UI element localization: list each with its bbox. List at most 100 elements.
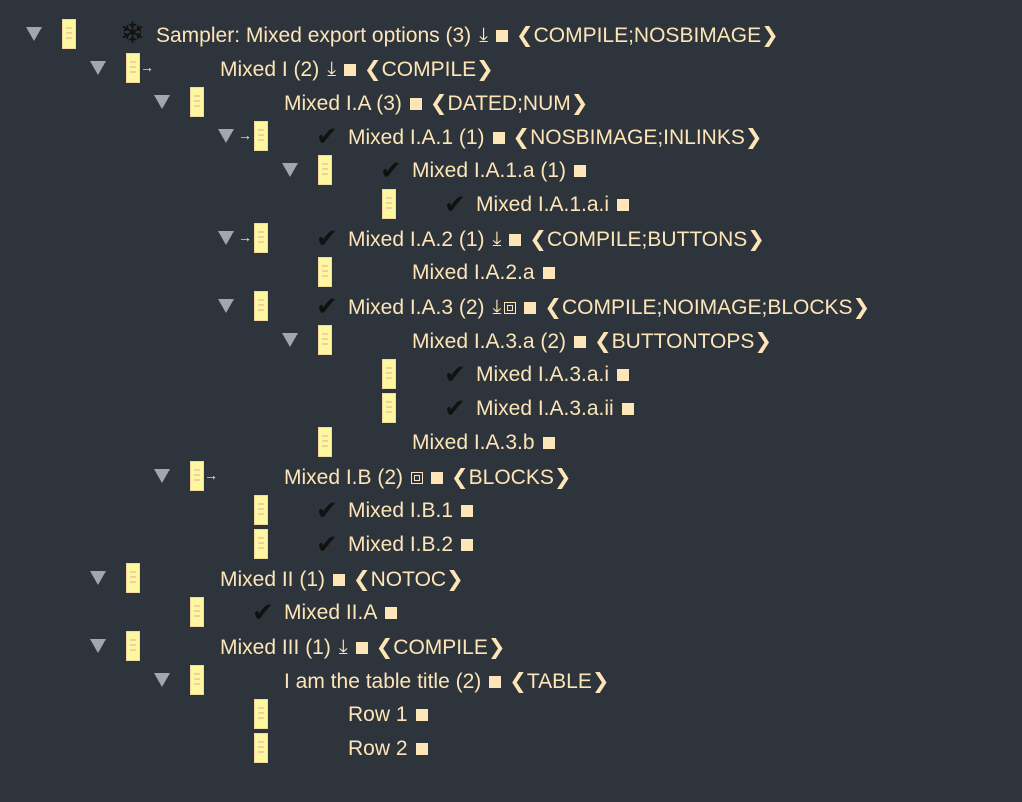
tag-label: ❮NOSBIMAGE;INLINKS❯: [512, 126, 763, 149]
square-marker-icon: [617, 369, 630, 381]
tree-row[interactable]: ✔Mixed I.A.1.a (1): [0, 153, 1022, 187]
row-title[interactable]: Mixed II (1): [220, 567, 326, 591]
blocks-icon: [411, 471, 424, 484]
row-title[interactable]: Mixed I.A.1.a (1): [412, 159, 567, 182]
row-content: Row 1: [348, 703, 428, 727]
disclosure-triangle-icon[interactable]: [90, 571, 106, 585]
row-title[interactable]: Mixed I.A.2.a: [412, 261, 535, 284]
disclosure-triangle-icon[interactable]: [154, 673, 170, 687]
row-content: Mixed I.A.1.a.i: [476, 193, 630, 217]
disclosure-triangle-icon[interactable]: [218, 129, 234, 143]
tree-row[interactable]: →✔Mixed I.A.2 (1)⤓❮COMPILE;BUTTONS❯: [0, 221, 1022, 255]
row-title[interactable]: Mixed I (2): [220, 57, 320, 81]
tree-row[interactable]: ✔Mixed I.B.2: [0, 527, 1022, 561]
tree-row[interactable]: Mixed I.A.3.b: [0, 425, 1022, 459]
tree-row[interactable]: Row 1: [0, 697, 1022, 731]
row-content: Mixed I.B (2)❮BLOCKS❯: [284, 465, 571, 490]
square-marker-icon: [333, 573, 346, 586]
disclosure-triangle-icon[interactable]: [90, 639, 106, 653]
document-icon: [382, 393, 396, 423]
tag-label: ❮COMPILE❯: [364, 58, 494, 81]
export-flags: [411, 471, 424, 484]
row-content: Row 2: [348, 737, 428, 761]
tree-row[interactable]: ✔Mixed I.A.3 (2)⤓❮COMPILE;NOIMAGE;BLOCKS…: [0, 289, 1022, 323]
document-icon: [126, 563, 140, 593]
document-icon: [190, 461, 204, 491]
export-flags: ⤓: [479, 24, 488, 47]
square-marker-icon: [415, 743, 428, 755]
disclosure-triangle-icon[interactable]: [26, 27, 42, 41]
tree-row[interactable]: Mixed I.A.3.a (2)❮BUTTONTOPS❯: [0, 323, 1022, 357]
row-title[interactable]: Mixed I.A.1.a.i: [476, 193, 610, 216]
document-icon: [62, 19, 76, 49]
row-title[interactable]: Mixed I.A.3.a (2): [412, 329, 567, 353]
square-marker-icon: [415, 709, 428, 721]
row-content: Mixed I.A.3.a.ii: [476, 397, 634, 421]
tree-row[interactable]: →Mixed I.B (2)❮BLOCKS❯: [0, 459, 1022, 493]
document-icon: [254, 291, 268, 321]
tree-row[interactable]: ✔Mixed I.A.1.a.i: [0, 187, 1022, 221]
row-content: Mixed I.A.3 (2)⤓❮COMPILE;NOIMAGE;BLOCKS❯: [348, 295, 870, 320]
square-marker-icon: [524, 301, 537, 314]
row-title[interactable]: I am the table title (2): [284, 669, 482, 693]
row-title[interactable]: Row 1: [348, 703, 408, 726]
row-title[interactable]: Mixed I.A (3): [284, 91, 402, 115]
tree-row[interactable]: →✔Mixed I.A.1 (1)❮NOSBIMAGE;INLINKS❯: [0, 119, 1022, 153]
row-title[interactable]: Sampler: Mixed export options (3): [156, 23, 472, 47]
document-icon: [318, 325, 332, 355]
row-content: Mixed II (1) ❮NOTOC❯: [220, 567, 464, 592]
tree-row[interactable]: Row 2: [0, 731, 1022, 765]
row-title[interactable]: Mixed III (1): [220, 635, 331, 659]
tag-label: ❮TABLE❯: [509, 670, 610, 693]
row-title[interactable]: Mixed I.A.3.a.i: [476, 363, 610, 386]
row-content: Mixed I.A.2 (1)⤓❮COMPILE;BUTTONS❯: [348, 227, 765, 252]
checkmark-icon: ✔: [444, 393, 466, 423]
row-content: I am the table title (2) ❮TABLE❯: [284, 669, 609, 694]
export-flags: ⤓: [493, 228, 502, 251]
tree-row[interactable]: Mixed II (1) ❮NOTOC❯: [0, 561, 1022, 595]
tree-row[interactable]: ✔ Mixed I.B.1: [0, 493, 1022, 527]
square-marker-icon: [344, 63, 357, 76]
disclosure-triangle-icon[interactable]: [218, 231, 234, 245]
document-icon: [254, 699, 268, 729]
disclosure-triangle-icon[interactable]: [282, 163, 298, 177]
row-title[interactable]: Mixed I.A.3.b: [412, 431, 535, 454]
row-title[interactable]: Mixed I.A.2 (1): [348, 227, 485, 251]
disclosure-triangle-icon[interactable]: [154, 469, 170, 483]
tag-label: ❮NOTOC❯: [353, 568, 464, 591]
row-title[interactable]: Mixed I.B.1: [348, 499, 454, 522]
tree-row[interactable]: Mixed I.A.2.a: [0, 255, 1022, 289]
row-title[interactable]: Mixed I.A.3 (2): [348, 295, 485, 319]
export-flags: ⤓: [327, 58, 336, 81]
row-title[interactable]: Row 2: [348, 737, 408, 760]
square-marker-icon: [574, 335, 587, 348]
row-title[interactable]: Mixed I.B.2: [348, 533, 454, 556]
row-title[interactable]: Mixed I.B (2): [284, 465, 404, 489]
checkmark-icon: ✔: [316, 223, 338, 253]
checkmark-icon: ✔: [316, 121, 338, 151]
arrow-into-icon: →: [238, 229, 252, 245]
row-content: Mixed I.B.1: [348, 499, 474, 523]
tree-row[interactable]: Mixed I.A (3)❮DATED;NUM❯: [0, 85, 1022, 119]
tree-row[interactable]: ✔Mixed II.A: [0, 595, 1022, 629]
tree-row[interactable]: Mixed III (1)⤓❮COMPILE❯: [0, 629, 1022, 663]
disclosure-triangle-icon[interactable]: [154, 95, 170, 109]
document-icon: [318, 155, 332, 185]
document-icon: [318, 257, 332, 287]
tree-row[interactable]: ✔ Mixed I.A.3.a.ii: [0, 391, 1022, 425]
row-title[interactable]: Mixed II.A: [284, 601, 378, 624]
tree-row[interactable]: I am the table title (2) ❮TABLE❯: [0, 663, 1022, 697]
square-marker-icon: [431, 471, 444, 484]
disclosure-triangle-icon[interactable]: [218, 299, 234, 313]
row-title[interactable]: Mixed I.A.3.a.ii: [476, 397, 614, 420]
tree-row[interactable]: →Mixed I (2)⤓❮COMPILE❯: [0, 51, 1022, 85]
square-marker-icon: [542, 267, 555, 279]
row-title[interactable]: Mixed I.A.1 (1): [348, 125, 485, 149]
document-icon: [318, 427, 332, 457]
tree-row[interactable]: ✔Mixed I.A.3.a.i: [0, 357, 1022, 391]
tree-row[interactable]: ❄Sampler: Mixed export options (3)⤓❮COMP…: [0, 17, 1022, 51]
disclosure-triangle-icon[interactable]: [282, 333, 298, 347]
disclosure-triangle-icon[interactable]: [90, 61, 106, 75]
checkmark-icon: ✔: [316, 495, 338, 525]
